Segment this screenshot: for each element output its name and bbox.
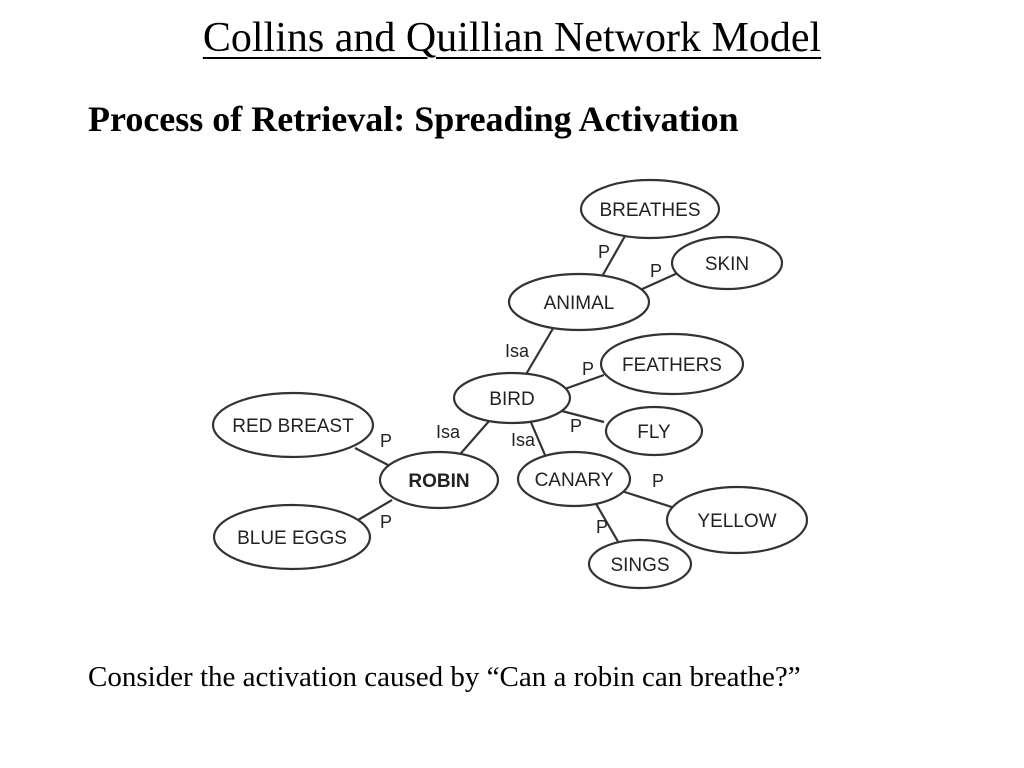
- edge-canary-sings: [594, 501, 621, 546]
- node-label-sings: SINGS: [610, 555, 669, 576]
- edge-animal-skin: [639, 270, 681, 292]
- edge-robin-blue-eggs: [357, 499, 393, 521]
- edge-robin-red-breast: [354, 447, 391, 467]
- edge-label-robin-red-breast: P: [380, 431, 392, 451]
- edge-label-robin-blue-eggs: P: [380, 512, 392, 532]
- node-label-skin: SKIN: [705, 254, 749, 275]
- node-label-yellow: YELLOW: [697, 511, 776, 532]
- node-skin: SKIN: [670, 235, 784, 291]
- node-label-bird: BIRD: [489, 389, 534, 410]
- node-feathers: FEATHERS: [599, 332, 745, 396]
- node-breathes: BREATHES: [579, 178, 721, 240]
- node-bird: BIRD: [452, 371, 572, 425]
- edge-label-animal-breathes: P: [598, 242, 610, 262]
- node-label-blue-eggs: BLUE EGGS: [237, 528, 347, 549]
- node-label-feathers: FEATHERS: [622, 355, 722, 376]
- node-robin: ROBIN: [378, 450, 500, 510]
- node-label-red-breast: RED BREAST: [232, 416, 354, 437]
- node-label-canary: CANARY: [535, 470, 614, 491]
- node-red-breast: RED BREAST: [211, 391, 375, 459]
- edge-label-bird-feathers: P: [582, 359, 594, 379]
- node-canary: CANARY: [516, 450, 632, 508]
- edge-canary-bird: [528, 419, 547, 456]
- edge-label-canary-sings: P: [596, 517, 608, 537]
- edge-label-bird-fly: P: [570, 416, 582, 436]
- edge-bird-fly: [557, 408, 605, 424]
- node-blue-eggs: BLUE EGGS: [212, 503, 372, 571]
- node-label-animal: ANIMAL: [544, 293, 615, 314]
- edge-label-canary-bird: Isa: [511, 430, 536, 450]
- node-label-breathes: BREATHES: [599, 200, 700, 221]
- edge-label-animal-skin: P: [650, 261, 662, 281]
- node-fly: FLY: [604, 405, 704, 457]
- edge-animal-breathes: [599, 235, 626, 281]
- edge-label-canary-yellow: P: [652, 471, 664, 491]
- edge-bird-feathers: [561, 373, 605, 392]
- node-yellow: YELLOW: [665, 485, 809, 555]
- edge-label-bird-animal: Isa: [505, 341, 530, 361]
- edge-label-robin-bird: Isa: [436, 422, 461, 442]
- slide-title-text: Collins and Quillian Network Model: [202, 15, 822, 61]
- node-label-fly: FLY: [637, 422, 671, 443]
- node-sings: SINGS: [587, 538, 693, 590]
- diagram-edge-labels: P P Isa P P Isa Isa P P P P: [380, 242, 664, 537]
- slide-caption: Consider the activation caused by “Can a…: [88, 661, 801, 693]
- slide-title: Collins and Quillian Network Model: [0, 12, 1024, 64]
- slide-subtitle: Process of Retrieval: Spreading Activati…: [88, 99, 739, 139]
- node-label-robin: ROBIN: [408, 471, 469, 492]
- edge-bird-animal: [524, 319, 559, 377]
- node-animal: ANIMAL: [507, 272, 651, 332]
